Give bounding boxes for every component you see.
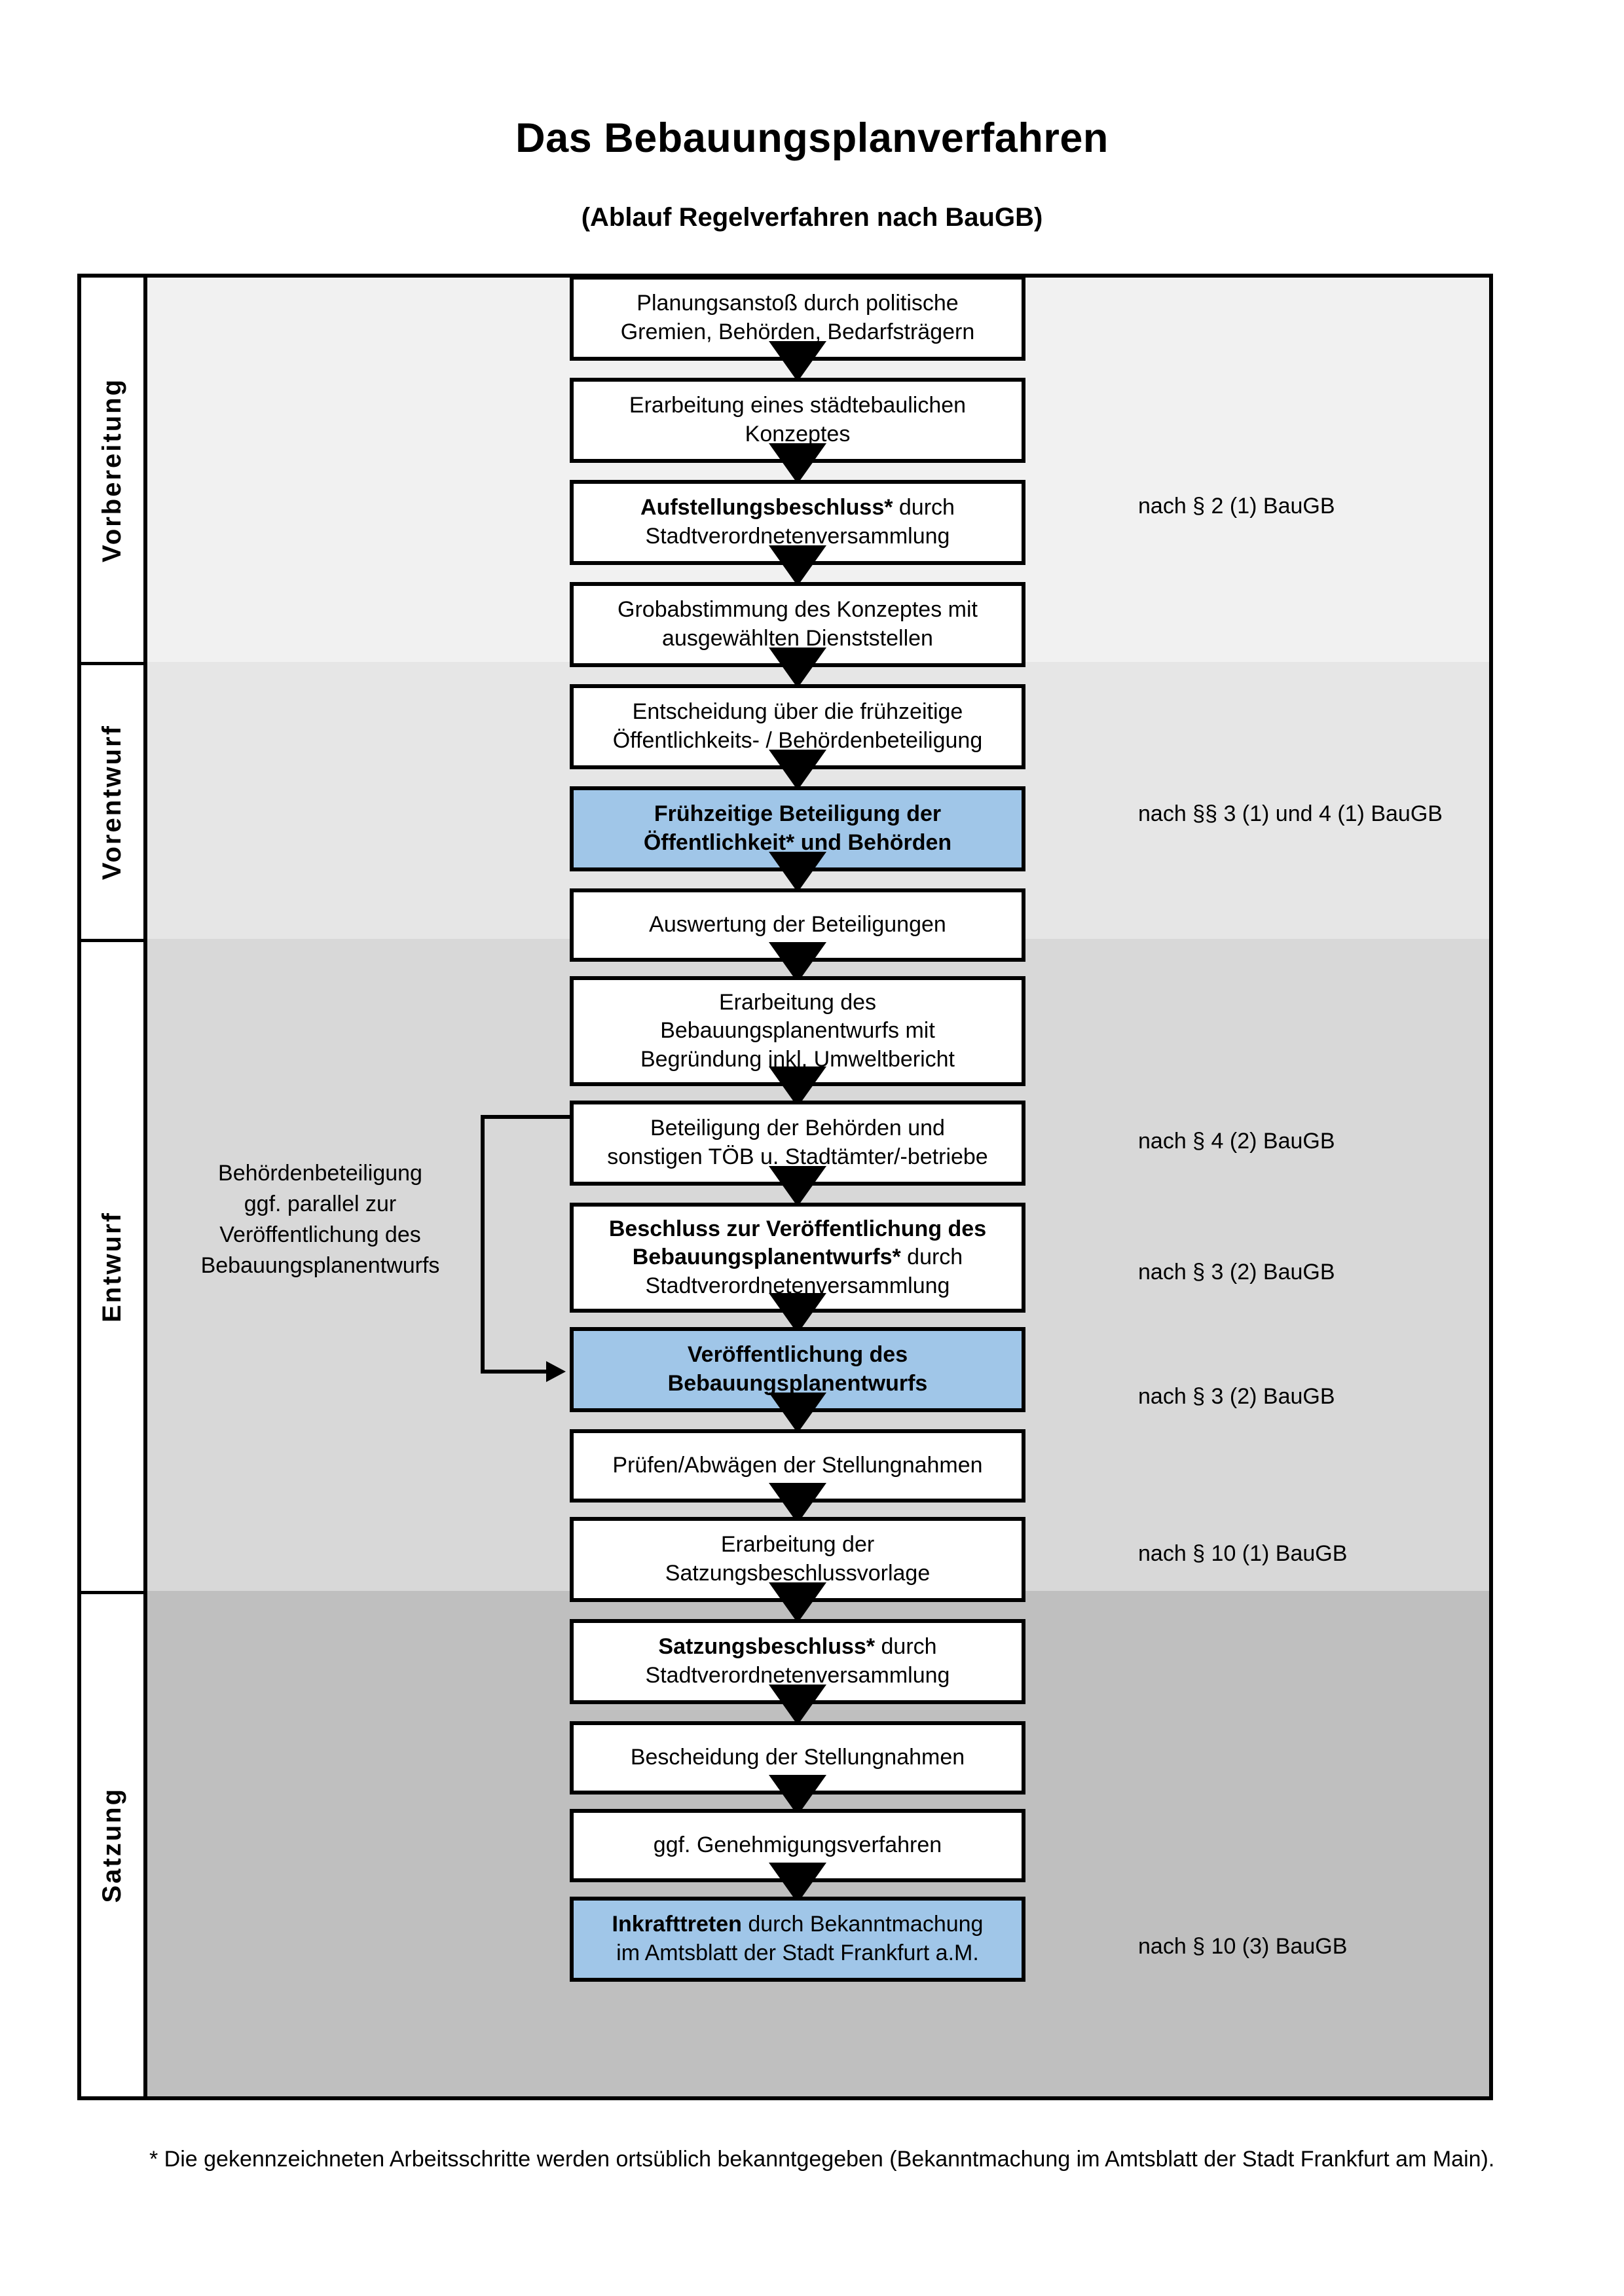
step-line: Satzungsbeschlussvorlage xyxy=(665,1561,931,1586)
step-line: Satzungsbeschluss* durch xyxy=(658,1634,937,1660)
ref-inkrafttreten: nach § 10 (3) BauGB xyxy=(1138,1934,1348,1959)
step-line: Bebauungsplanentwurfs xyxy=(667,1371,928,1396)
step-line: Bebauungsplanentwurfs* durch xyxy=(632,1245,963,1270)
step-line: Frühzeitige Beteiligung der xyxy=(654,801,942,827)
ref-beteiligung-behoerden: nach § 4 (2) BauGB xyxy=(1138,1129,1335,1154)
step-box-inkrafttreten[interactable]: Inkrafttreten durch Bekanntmachung im Amt… xyxy=(570,1897,1025,1982)
step-line: Gremien, Behörden, Bedarfsträgern xyxy=(620,319,975,344)
phase-cell-vorbereitung: Vorbereitung xyxy=(81,278,143,662)
step-line: Prüfen/Abwägen der Stellungnahmen xyxy=(612,1453,983,1478)
flow-arrow-down xyxy=(769,1483,826,1523)
step-line: Entscheidung über die frühzeitige xyxy=(632,699,963,725)
step-line: Planungsanstoß durch politische xyxy=(637,291,959,316)
flow-arrow-down xyxy=(769,1582,826,1623)
connector-top-segment xyxy=(481,1115,570,1119)
flow-arrow-down xyxy=(769,750,826,790)
phase-cell-vorentwurf: Vorentwurf xyxy=(81,662,143,939)
step-line: Inkrafttreten durch Bekanntmachung xyxy=(612,1912,984,1937)
step-line: Beteiligung der Behörden und xyxy=(650,1116,945,1141)
flow-arrow-down xyxy=(769,1166,826,1207)
step-line: Aufstellungsbeschluss* durch xyxy=(640,495,955,520)
flow-arrow-down xyxy=(769,443,826,484)
step-line: Stadtverordnetenversammlung xyxy=(645,1663,950,1688)
step-line: sonstigen TÖB u. Stadtämter/-betriebe xyxy=(607,1144,988,1169)
step-line: Öffentlichkeits- / Behördenbeteiligung xyxy=(612,728,983,753)
ref-satzungsbeschluss: nach § 10 (1) BauGB xyxy=(1138,1541,1348,1566)
page-subtitle: (Ablauf Regelverfahren nach BauGB) xyxy=(581,203,1043,232)
phase-label: Entwurf xyxy=(98,1211,126,1322)
flow-arrow-down xyxy=(769,1066,826,1107)
side-note-line: Bebauungsplanentwurfs xyxy=(200,1252,440,1278)
flow-arrow-down xyxy=(769,545,826,586)
phase-label: Satzung xyxy=(98,1787,126,1903)
ref-aufstellungsbeschluss: nach § 2 (1) BauGB xyxy=(1138,494,1335,519)
side-note-line: Behördenbeteiligung xyxy=(218,1161,422,1186)
flow-arrow-down xyxy=(769,1775,826,1815)
step-line: Veröffentlichung des xyxy=(687,1342,908,1368)
ref-veroeffentlichung: nach § 3 (2) BauGB xyxy=(1138,1384,1335,1409)
step-line: Bescheidung der Stellungnahmen xyxy=(630,1745,965,1770)
step-line: Konzeptes xyxy=(745,422,851,446)
step-box-pruefen-abwaegen[interactable]: Prüfen/Abwägen der Stellungnahmen xyxy=(570,1429,1025,1503)
step-line: Erarbeitung eines städtebaulichen xyxy=(629,393,967,418)
connector-arrowhead xyxy=(546,1361,566,1382)
footnote: * Die gekennzeichneten Arbeitsschritte w… xyxy=(149,2147,1495,2172)
step-line: Stadtverordnetenversammlung xyxy=(645,524,950,549)
step-line: Bebauungsplanentwurfs mit xyxy=(660,1018,935,1044)
connector-bottom-segment xyxy=(481,1370,546,1374)
step-line: Grobabstimmung des Konzeptes mit xyxy=(618,597,978,623)
flow-arrow-down xyxy=(769,852,826,892)
flow-arrow-down xyxy=(769,647,826,688)
connector-vertical-segment xyxy=(481,1115,485,1374)
ref-fruehzeitige-beteiligung: nach §§ 3 (1) und 4 (1) BauGB xyxy=(1138,801,1443,826)
step-line: Erarbeitung des xyxy=(718,989,877,1015)
step-line: im Amtsblatt der Stadt Frankfurt a.M. xyxy=(616,1941,979,1965)
phase-label: Vorbereitung xyxy=(98,377,126,562)
flow-arrow-down xyxy=(769,1393,826,1433)
step-line: ggf. Genehmigungsverfahren xyxy=(653,1832,942,1858)
phase-label: Vorentwurf xyxy=(98,723,126,881)
phase-cell-entwurf: Entwurf xyxy=(81,939,143,1591)
step-line: Erarbeitung der xyxy=(720,1532,875,1558)
ref-beschluss-veroeffentlichung: nach § 3 (2) BauGB xyxy=(1138,1260,1335,1285)
step-line: Öffentlichkeit* und Behörden xyxy=(643,830,952,855)
flow-arrow-down xyxy=(769,1685,826,1725)
side-note-line: ggf. parallel zur xyxy=(244,1191,397,1216)
step-line: ausgewählten Dienststellen xyxy=(662,626,933,651)
step-line: Auswertung der Beteiligungen xyxy=(649,912,946,938)
flow-arrow-down xyxy=(769,1293,826,1334)
phase-cell-satzung: Satzung xyxy=(81,1591,143,2096)
flow-arrow-down xyxy=(769,341,826,382)
page-title: Das Bebauungsplanverfahren xyxy=(515,115,1109,161)
flow-arrow-down xyxy=(769,1863,826,1903)
flow-arrow-down xyxy=(769,942,826,983)
step-line: Beschluss zur Veröffentlichung des xyxy=(608,1216,987,1241)
side-note-line: Veröffentlichung des xyxy=(219,1222,421,1247)
